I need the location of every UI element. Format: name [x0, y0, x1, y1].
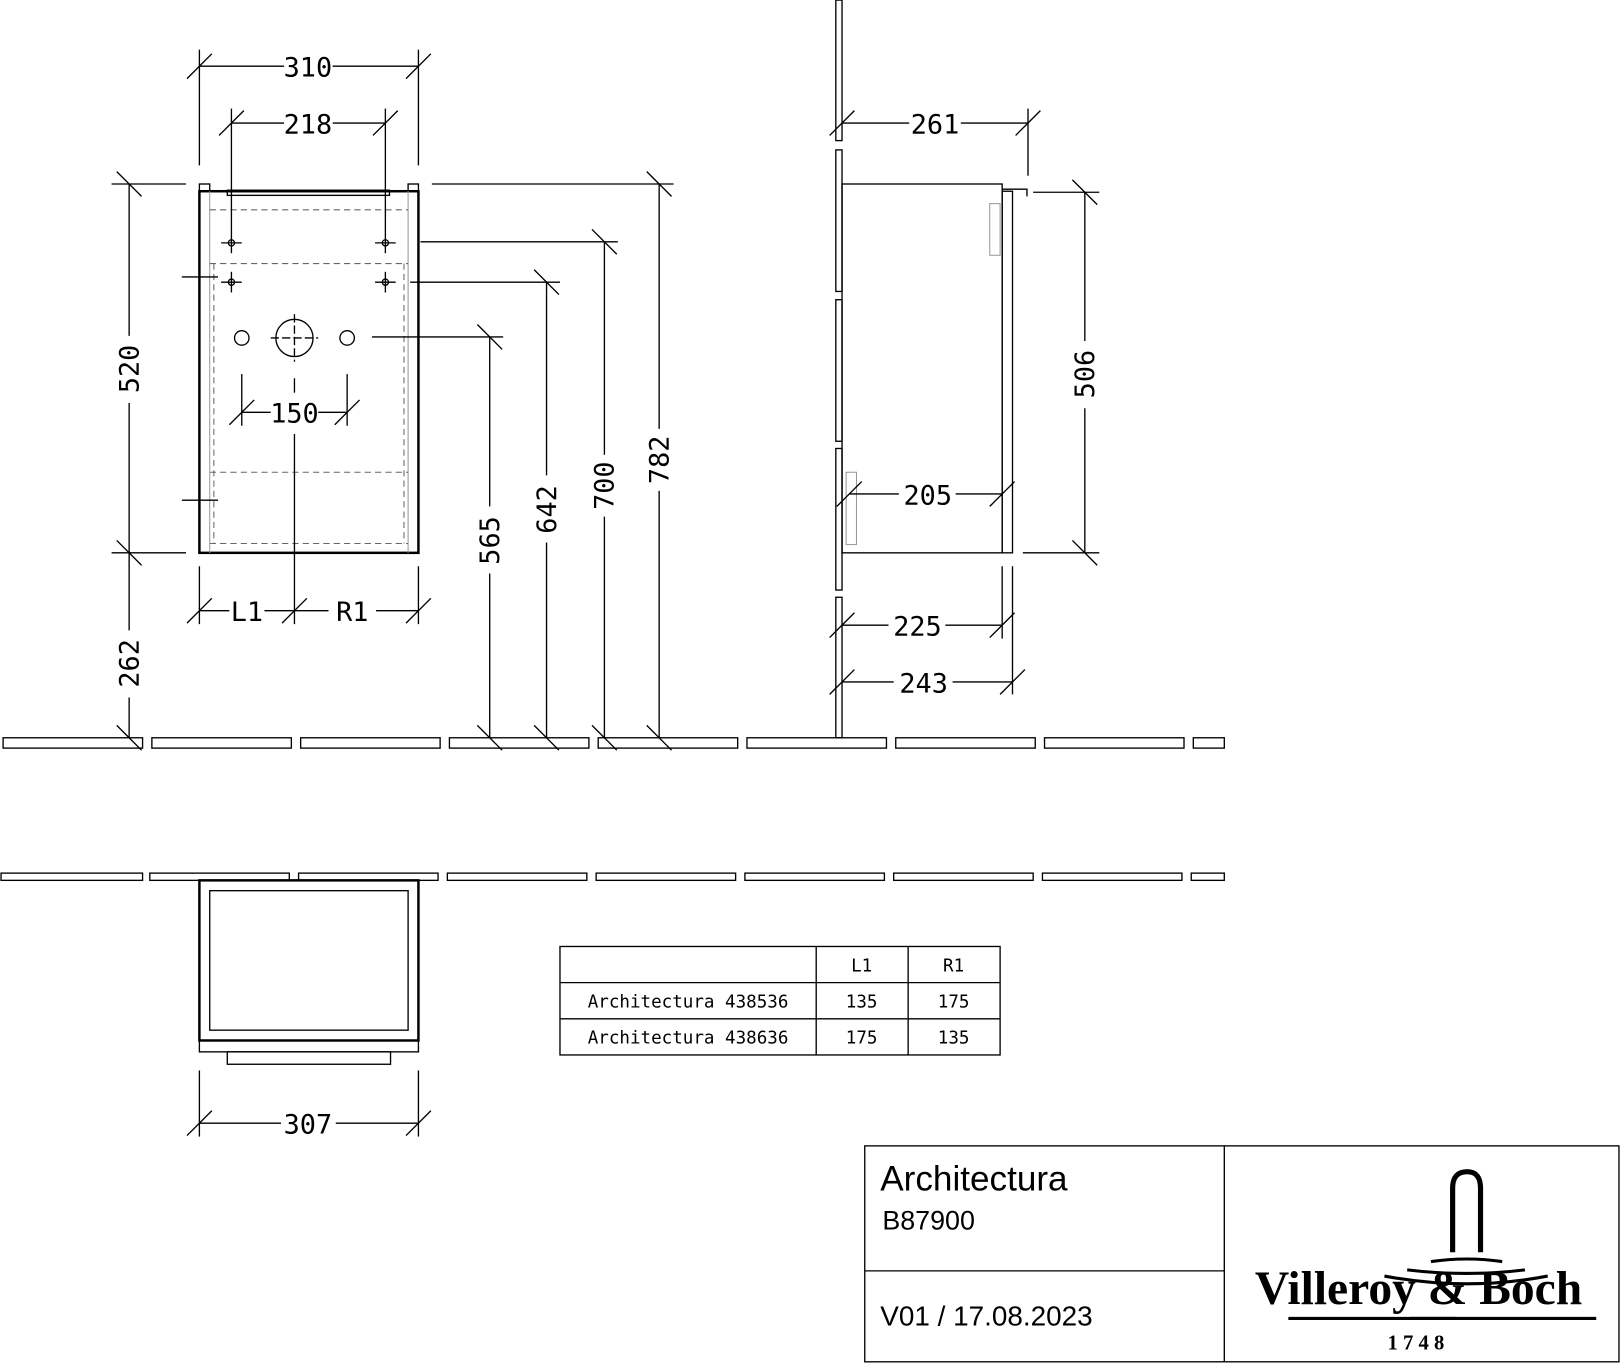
dim-310: 310 [284, 53, 333, 84]
front-view-dimensions [111, 49, 674, 751]
table-row-r1: 135 [938, 1029, 970, 1049]
dim-r1: R1 [336, 597, 368, 628]
dim-261: 261 [911, 109, 960, 140]
table-row-l1: 175 [846, 1029, 878, 1049]
title-block: Architectura B87900 V01 / 17.08.2023 Vil… [864, 1145, 1620, 1363]
front-view-cabinet [198, 183, 420, 555]
villeroy-boch-logo: Villeroy & Boch 1748 [1255, 1169, 1597, 1354]
dim-565: 565 [475, 516, 506, 565]
side-view-labels: 261 506 205 225 243 [893, 109, 1101, 699]
table-header-r1: R1 [943, 956, 964, 976]
table-row-name: Architectura 438636 [588, 1029, 789, 1049]
top-view-cabinet [198, 879, 420, 1065]
logo-brand: Villeroy & Boch [1255, 1263, 1582, 1315]
variant-table: L1 R1 Architectura 438536 135 175 Archit… [559, 945, 1001, 1056]
dim-700: 700 [590, 461, 621, 510]
table-row-r1: 175 [938, 992, 970, 1012]
table-row-l1: 135 [846, 992, 878, 1012]
side-view-dimensions [829, 108, 1100, 695]
top-view-dimensions: 307 [186, 1070, 432, 1140]
fountain-icon [1450, 1169, 1484, 1253]
dim-l1: L1 [231, 597, 263, 628]
dim-520: 520 [114, 345, 145, 394]
table-row-name: Architectura 438536 [588, 992, 789, 1012]
table-header-l1: L1 [851, 956, 872, 976]
floor-line-front [2, 737, 1225, 749]
dim-307: 307 [284, 1109, 333, 1140]
mounting-holes [221, 232, 396, 362]
dim-205: 205 [904, 480, 953, 511]
product-code: B87900 [882, 1206, 975, 1236]
dim-262: 262 [114, 639, 145, 688]
dim-506: 506 [1070, 350, 1101, 399]
dim-642: 642 [532, 485, 563, 534]
side-view-wall [835, 0, 843, 739]
wall-line-top-view [0, 872, 1225, 882]
dim-782: 782 [644, 436, 675, 485]
dim-243: 243 [899, 668, 948, 699]
dim-225: 225 [893, 611, 942, 642]
dim-150: 150 [270, 399, 319, 430]
product-name: Architectura [880, 1159, 1068, 1198]
dim-218: 218 [284, 109, 333, 140]
version-date: V01 / 17.08.2023 [880, 1301, 1092, 1332]
front-view-labels: 310 218 150 L1 R1 520 262 565 642 700 78… [114, 53, 675, 688]
logo-year: 1748 [1388, 1332, 1450, 1354]
side-view-cabinet [841, 183, 1028, 554]
